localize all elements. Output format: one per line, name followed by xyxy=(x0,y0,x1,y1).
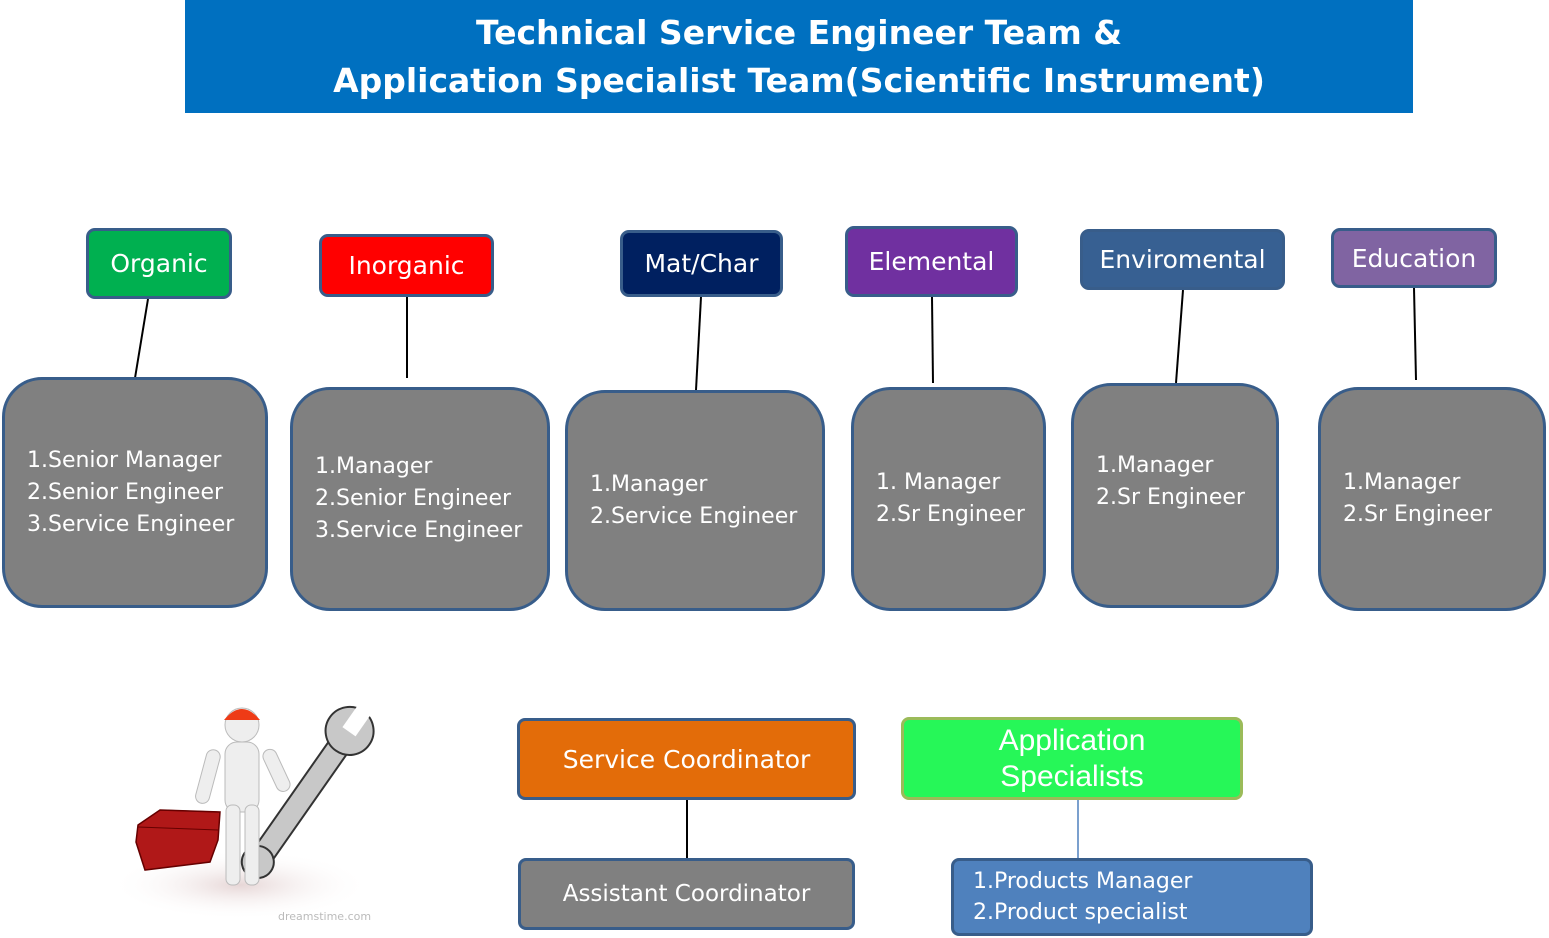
connector-enviromental xyxy=(1175,289,1184,384)
roles-elemental: 1. Manager 2.Sr Engineer xyxy=(851,387,1046,611)
role-item: 3.Service Engineer xyxy=(27,511,235,537)
role-item: 2.Sr Engineer xyxy=(1096,485,1245,510)
assistant-coordinator-box: Assistant Coordinator xyxy=(518,858,855,930)
roles-inorganic: 1.Manager 2.Senior Engineer 3.Service Engi… xyxy=(290,387,550,611)
role-item: 2.Service Engineer xyxy=(590,503,798,529)
team-name: Mat/Char xyxy=(644,249,759,278)
engineer-illustration: dreamstime.com xyxy=(110,704,375,923)
team-name: Inorganic xyxy=(348,251,465,280)
role-item: 2.Sr Engineer xyxy=(1343,502,1492,527)
hardhat-icon xyxy=(224,709,260,720)
team-header-enviromental: Enviromental xyxy=(1080,229,1285,290)
title-line-2: Application Specialist Team(Scientific I… xyxy=(333,60,1265,100)
role-item: 1.Products Manager xyxy=(973,869,1193,894)
team-header-inorganic: Inorganic xyxy=(319,234,494,297)
roles-organic: 1.Senior Manager 2.Senior Engineer 3.Servi… xyxy=(2,377,268,608)
title-banner: Technical Service Engineer Team & Applic… xyxy=(185,0,1413,113)
role-item: 1.Manager xyxy=(1343,470,1461,495)
title-line-1: Technical Service Engineer Team & xyxy=(475,12,1123,52)
team-name: Education xyxy=(1351,243,1477,273)
role-item: 1. Manager xyxy=(876,470,1001,495)
connector-organic xyxy=(134,298,149,379)
role-item: 1.Manager xyxy=(315,454,433,479)
role-item: 3.Service Engineer xyxy=(315,518,523,543)
team-header-elemental: Elemental xyxy=(845,226,1018,297)
role-item: 2.Senior Engineer xyxy=(315,486,512,511)
role-item: 1.Senior Manager xyxy=(27,447,222,473)
connector-elemental xyxy=(931,296,934,384)
toolbox-icon xyxy=(135,809,221,871)
team-header-organic: Organic xyxy=(86,228,232,299)
role-item: 1.Manager xyxy=(1096,453,1214,478)
role-item: 2.Product specialist xyxy=(973,900,1188,925)
team-header-matchar: Mat/Char xyxy=(620,230,783,297)
team-header-education: Education xyxy=(1331,228,1497,288)
role-item: 2.Senior Engineer xyxy=(27,479,224,505)
roles-matchar: 1.Manager 2.Service Engineer xyxy=(565,390,825,611)
team-name: Organic xyxy=(110,249,208,278)
connector-education xyxy=(1413,287,1417,381)
roles-education: 1.Manager 2.Sr Engineer xyxy=(1318,387,1546,611)
team-name: Enviromental xyxy=(1099,245,1266,274)
watermark: dreamstime.com xyxy=(278,910,371,923)
service-coordinator-box: Service Coordinator xyxy=(517,718,856,800)
application-label-2: Specialists xyxy=(1000,759,1144,793)
assistant-coordinator-label: Assistant Coordinator xyxy=(562,881,811,907)
service-coordinator-label: Service Coordinator xyxy=(562,744,811,774)
team-name: Elemental xyxy=(868,247,995,276)
role-item: 2.Sr Engineer xyxy=(876,502,1025,527)
connector-matchar xyxy=(695,296,702,391)
roles-enviromental: 1.Manager 2.Sr Engineer xyxy=(1071,383,1279,608)
role-item: 1.Manager xyxy=(590,471,708,497)
application-roles-box: 1.Products Manager 2.Product specialist xyxy=(951,858,1313,936)
application-label-1: Application xyxy=(998,723,1146,757)
